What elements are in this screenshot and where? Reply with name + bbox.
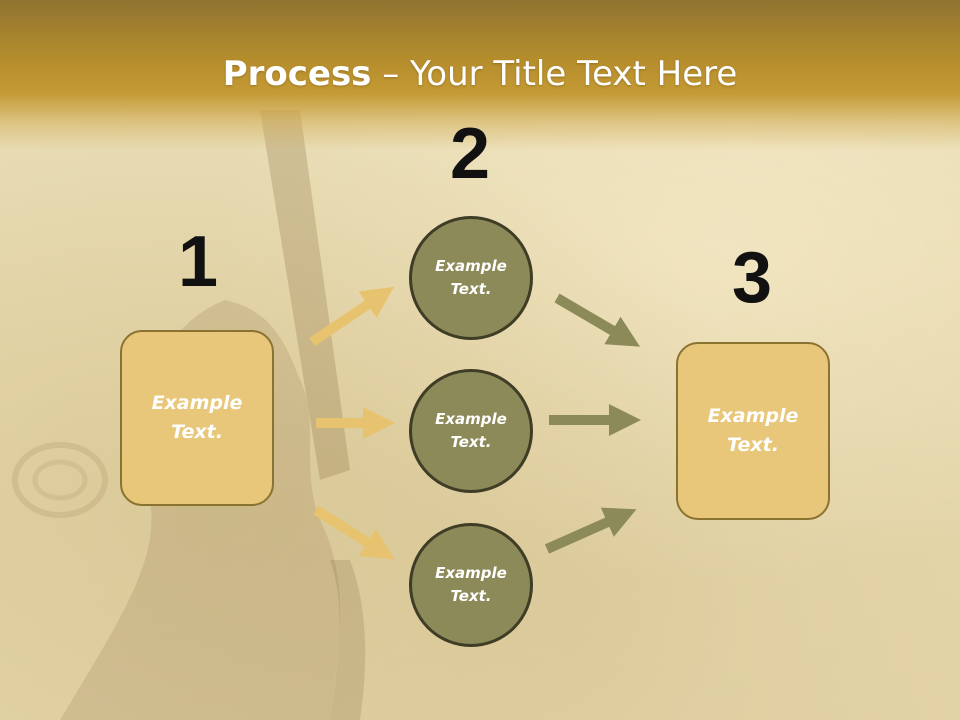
- circle-top-label: Example Text.: [435, 257, 507, 298]
- right-box-label: Example Text.: [707, 405, 799, 456]
- arrow-left-to-top: [309, 286, 395, 347]
- right-process-box[interactable]: Example Text.: [676, 342, 830, 520]
- process-circle-bottom[interactable]: Example Text.: [409, 523, 533, 647]
- circle-middle-label: Example Text.: [435, 410, 507, 451]
- left-box-label: Example Text.: [151, 392, 243, 443]
- process-circle-top[interactable]: Example Text.: [409, 216, 533, 340]
- process-circle-middle[interactable]: Example Text.: [409, 369, 533, 493]
- slide-title: Process – Your Title Text Here: [0, 52, 960, 96]
- arrow-top-to-right: [554, 293, 641, 347]
- arrow-left-to-bottom: [313, 505, 395, 560]
- left-process-box[interactable]: Example Text.: [120, 330, 274, 506]
- arrow-bottom-to-right: [544, 507, 637, 554]
- title-bold: Process: [222, 54, 372, 94]
- circle-bottom-label: Example Text.: [435, 564, 507, 605]
- title-banner: [0, 0, 960, 150]
- step-number-2: 2: [450, 114, 491, 194]
- title-rest: – Your Title Text Here: [371, 54, 738, 94]
- step-number-3: 3: [732, 238, 773, 318]
- step-number-1: 1: [178, 222, 219, 302]
